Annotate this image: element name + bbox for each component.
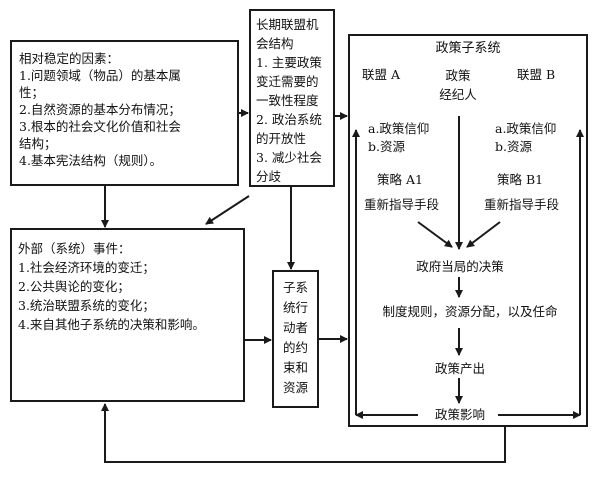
external-events-line-4: 4.来自其他子系统的决策和影响。 [18,317,205,332]
b-beliefs-line-1: a.政策信仰 [495,121,557,136]
external-events-line-1: 1.社会经济环境的变迁； [18,260,155,275]
coalition-structure-line-3: 1. 主要政策 [256,55,322,70]
coalition-a-label: 联盟 A [362,67,401,82]
stable-factors-line-3: 2.自然资源的基本分布情况； [19,102,181,117]
stable-factors-line-6: 4.基本宪法结构（规则）。 [19,153,163,168]
coalition-b-beliefs: a.政策信仰 b.资源 [495,120,556,156]
policy-output-label: 政策产出 [434,361,485,376]
strategy-b-label: 策略 B1 [497,172,544,187]
coalition-structure-line-4: 变迁需要的 [256,74,319,89]
arrow-guidance-b-to-decision [466,221,501,248]
policy-subsystem-box [348,34,588,427]
broker-label: 政策 经纪人 [430,66,486,104]
broker-line-1: 政策 [445,68,471,83]
external-events-line-3: 3.统治联盟系统的变化； [18,298,155,313]
a-beliefs-line-2: b.资源 [368,139,405,154]
stable-factors-box: 相对稳定的因素： 1.问题领域（物品）的基本属 性； 2.自然资源的基本分布情况… [10,40,239,186]
constraints-line-1: 子系 [282,280,308,295]
arrow-guidance-a-to-decision [417,221,453,248]
coalition-structure-line-1: 长期联盟机 [256,17,319,32]
external-events-title: 外部（系统）事件： [18,241,131,256]
coalition-a-beliefs: a.政策信仰 b.资源 [368,120,429,156]
coalition-structure-line-6: 2. 政治系统 [256,112,322,127]
policy-impact-label: 政策影响 [420,407,500,423]
coalition-b-label: 联盟 B [517,67,556,82]
external-events-line-2: 2.公共舆论的变化； [18,279,130,294]
arrow-feedback-to-external [101,403,506,463]
coalition-structure-box: 长期联盟机 会结构 1. 主要政策 变迁需要的 一致性程度 2. 政治系统 的开… [249,9,335,187]
stable-factors-line-4: 3.根本的社会文化价值和社会 [19,119,181,134]
coalition-structure-line-7: 的开放性 [256,131,307,146]
guidance-a-label: 重新指导手段 [364,197,440,212]
a-beliefs-line-1: a.政策信仰 [368,121,430,136]
constraints-line-2: 统行 [282,300,308,315]
arrow-coalition-to-external [205,195,250,225]
stable-factors-title: 相对稳定的因素： [19,51,120,66]
b-beliefs-line-2: b.资源 [495,139,532,154]
coalition-structure-line-8: 3. 减少社会 [256,150,322,165]
external-events-box: 外部（系统）事件： 1.社会经济环境的变迁； 2.公共舆论的变化； 3.统治联盟… [10,228,245,402]
stable-factors-line-5: 结构； [19,136,57,151]
strategy-a-label: 策略 A1 [377,172,423,187]
coalition-structure-line-9: 分歧 [256,169,282,184]
government-decision-label: 政府当局的决策 [416,259,504,274]
stable-factors-line-2: 性； [19,85,45,100]
coalition-structure-line-5: 一致性程度 [256,93,319,108]
constraints-line-5: 束和 [282,360,308,375]
policy-subsystem-title: 政策子系统 [435,41,501,56]
coalition-structure-line-2: 会结构 [256,36,294,51]
constraints-line-6: 资源 [282,380,308,395]
broker-line-2: 经纪人 [439,87,477,102]
guidance-b-label: 重新指导手段 [484,197,560,212]
constraints-box: 子系 统行 动者 的约 束和 资源 [272,270,319,408]
institutional-rules-label: 制度规则，资源分配，以及任命 [382,304,558,319]
stable-factors-line-1: 1.问题领域（物品）的基本属 [19,68,181,83]
constraints-line-3: 动者 [282,320,308,335]
constraints-line-4: 的约 [282,340,308,355]
